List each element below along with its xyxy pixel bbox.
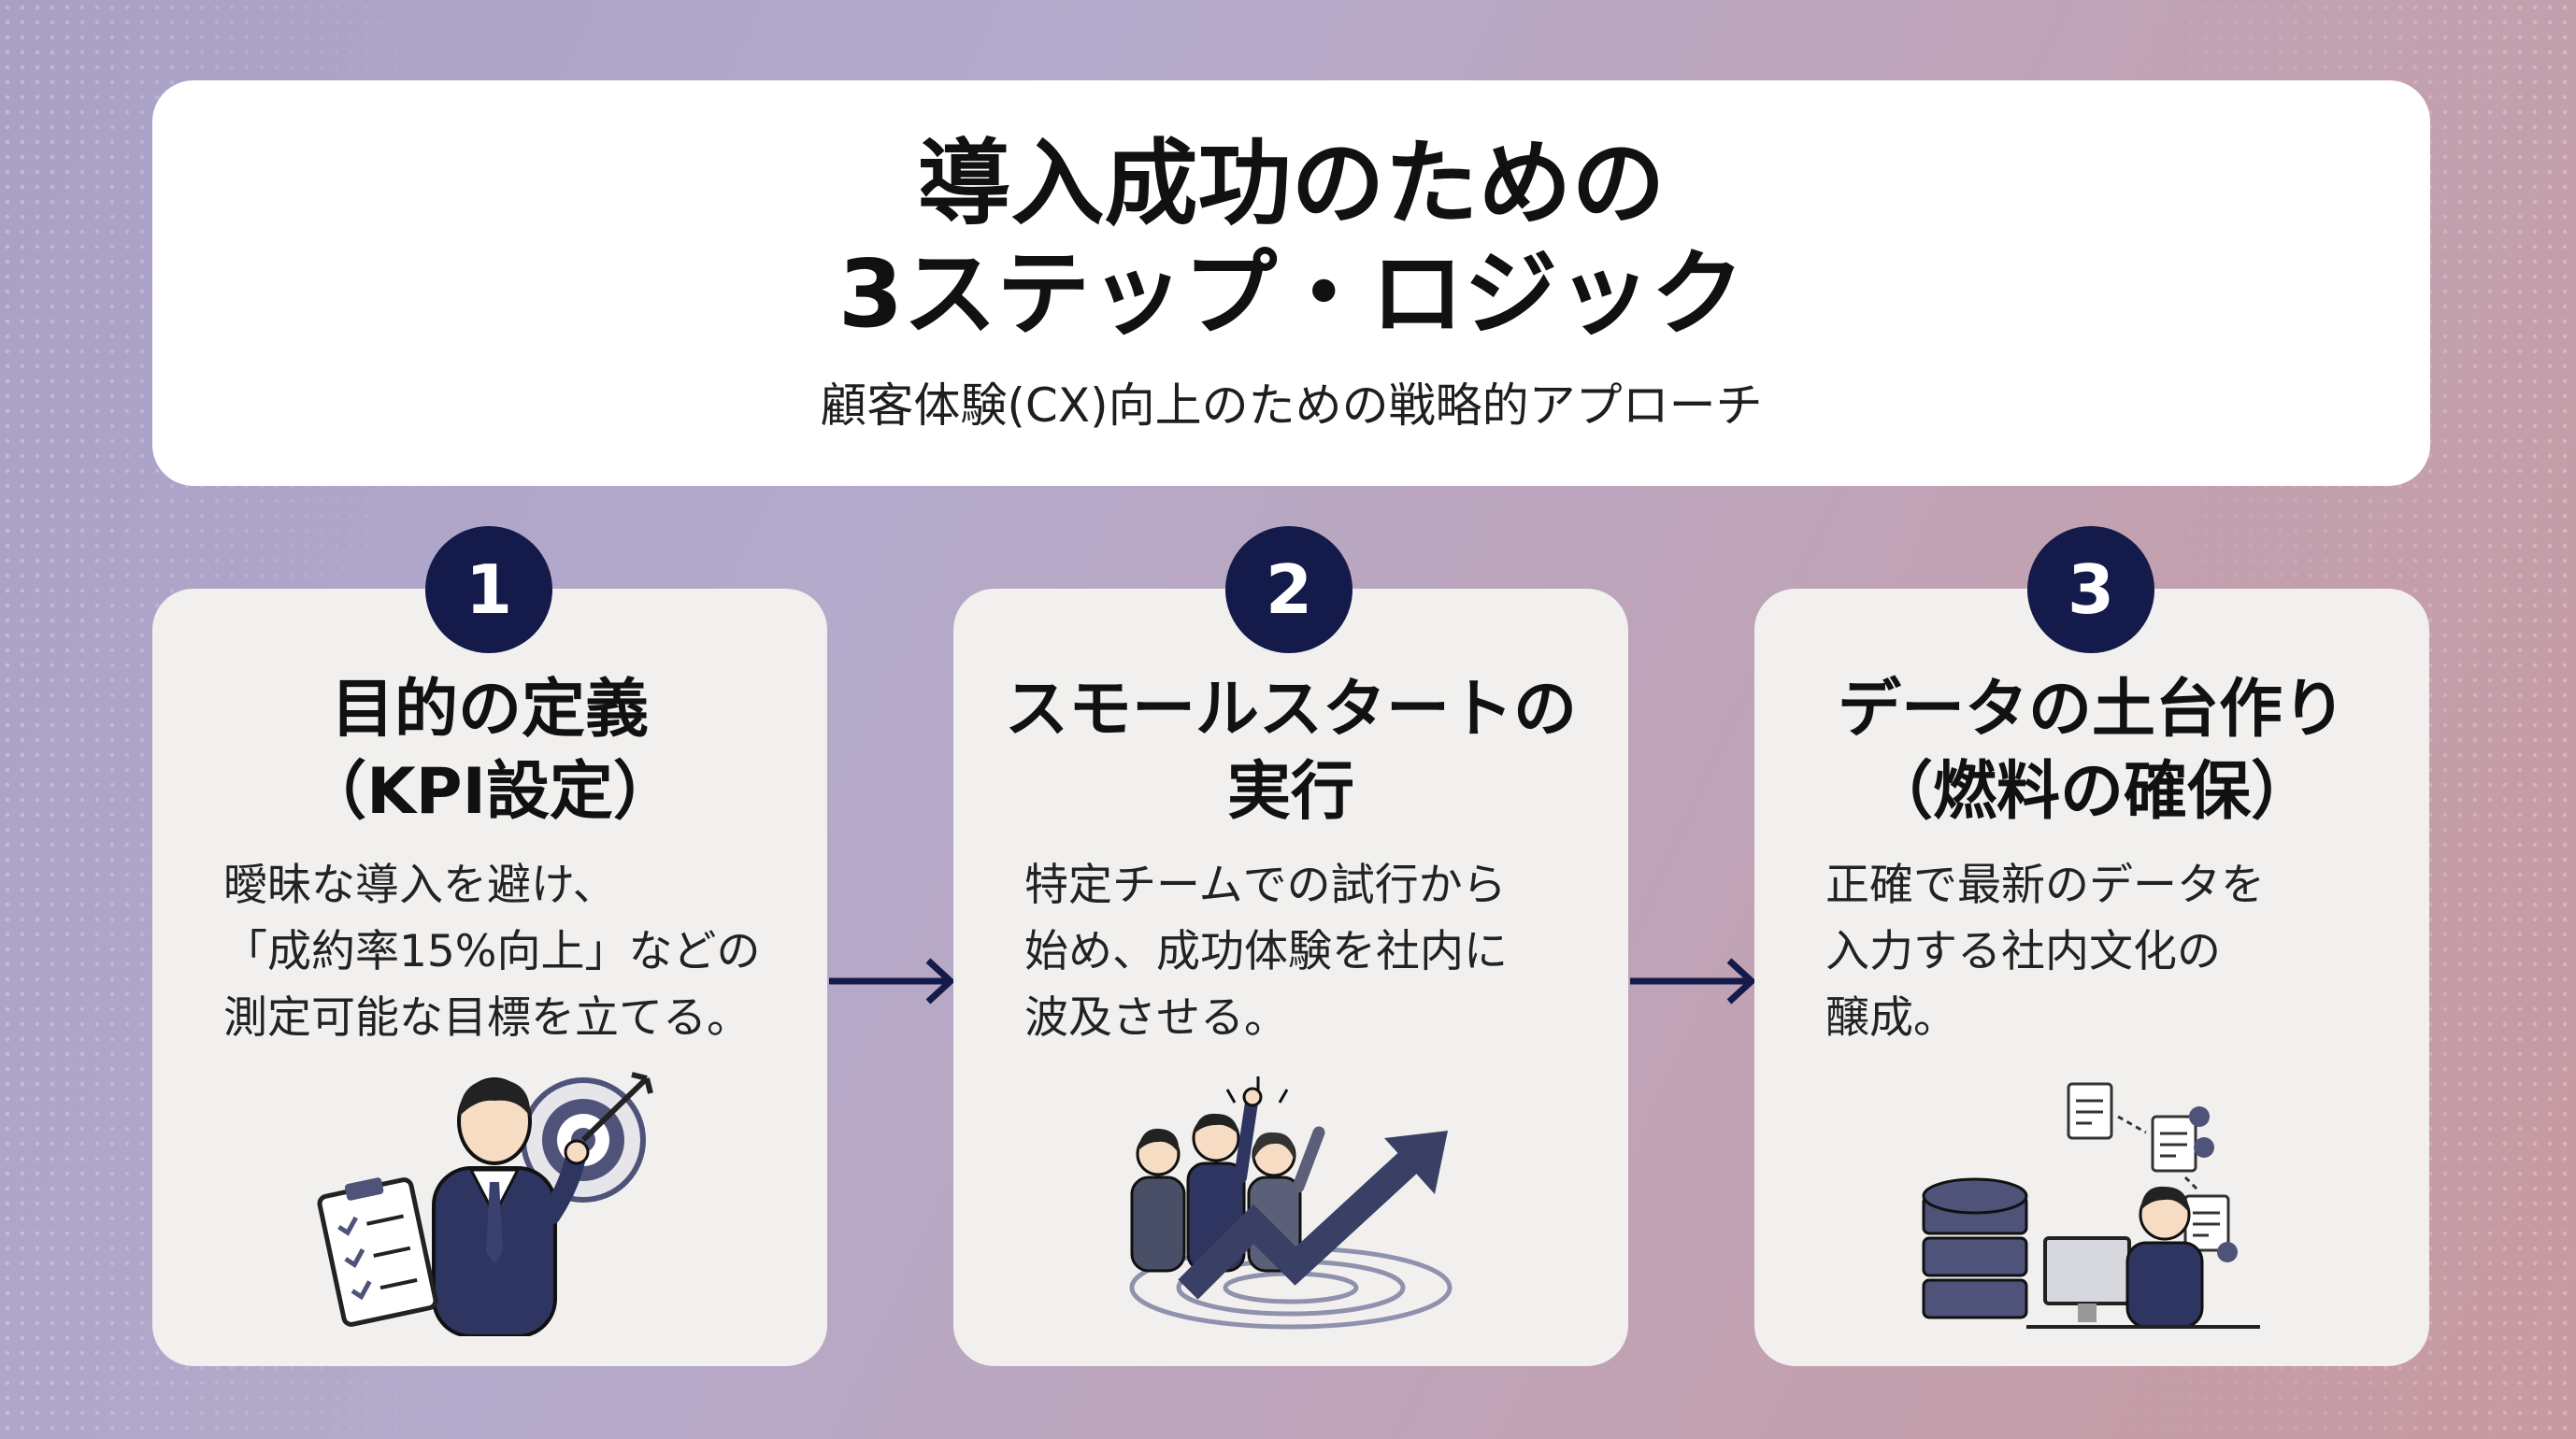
step-2-description: 特定チームでの試行から 始め、成功体験を社内に 波及させる。: [1024, 852, 1591, 1051]
step-1-description: 曖昧な導入を避け、 「成約率15%向上」などの 測定可能な目標を立てる。: [223, 852, 790, 1051]
page-subtitle: 顧客体験(CX)向上のための戦略的アプローチ: [820, 378, 1763, 433]
title-line-1: 導入成功のための: [917, 129, 1666, 238]
step-1-badge: 1: [425, 526, 552, 653]
step-2-desc-line-2: 始め、成功体験を社内に: [1024, 926, 1508, 977]
header-card: 導入成功のための 3ステップ・ロジック 顧客体験(CX)向上のための戦略的アプロ…: [152, 80, 2430, 486]
step-3-desc-line-3: 醸成。: [1825, 992, 1957, 1044]
step-card-2: スモールスタートの 実行 特定チームでの試行から 始め、成功体験を社内に 波及さ…: [953, 589, 1628, 1366]
title-line-2: 3ステップ・ロジック: [837, 239, 1745, 349]
step-card-1: 目的の定義 （KPI設定） 曖昧な導入を避け、 「成約率15%向上」などの 測定…: [152, 589, 827, 1366]
step-3-desc-line-1: 正確で最新のデータを: [1825, 860, 2265, 911]
step-3-badge: 3: [2027, 526, 2154, 653]
step-2-title-line-1: スモールスタートの: [1004, 673, 1577, 747]
step-2-title: スモールスタートの 実行: [953, 669, 1628, 833]
team-celebrating-growth-arrow-icon: [1129, 1076, 1453, 1330]
arrow-right-icon: [829, 958, 956, 1004]
database-and-worker-with-documents-icon: [1922, 1082, 2260, 1329]
step-3-title-line-1: データの土台作り: [1837, 673, 2346, 747]
arrow-right-icon: [1630, 958, 1757, 1004]
step-card-3: データの土台作り （燃料の確保） 正確で最新のデータを 入力する社内文化の 醸成…: [1754, 589, 2429, 1366]
step-2-badge: 2: [1225, 526, 1352, 653]
step-3-title: データの土台作り （燃料の確保）: [1754, 669, 2429, 833]
step-2-title-line-2: 実行: [1226, 755, 1354, 829]
step-3-title-line-2: （燃料の確保）: [1868, 755, 2314, 829]
step-1-desc-line-3: 測定可能な目標を立てる。: [223, 992, 751, 1044]
step-1-title-line-2: （KPI設定）: [303, 755, 677, 829]
step-1-desc-line-2: 「成約率15%向上」などの: [223, 926, 761, 977]
step-3-description: 正確で最新のデータを 入力する社内文化の 醸成。: [1825, 852, 2392, 1051]
step-2-desc-line-1: 特定チームでの試行から: [1024, 860, 1507, 911]
businessman-with-checklist-and-target-icon: [317, 1072, 653, 1336]
page-title: 導入成功のための 3ステップ・ロジック: [152, 129, 2430, 349]
step-3-desc-line-2: 入力する社内文化の: [1825, 926, 2221, 977]
step-1-title: 目的の定義 （KPI設定）: [152, 669, 827, 833]
step-1-desc-line-1: 曖昧な導入を避け、: [223, 860, 617, 911]
step-2-desc-line-3: 波及させる。: [1024, 992, 1288, 1044]
step-1-title-line-1: 目的の定義: [330, 673, 649, 747]
